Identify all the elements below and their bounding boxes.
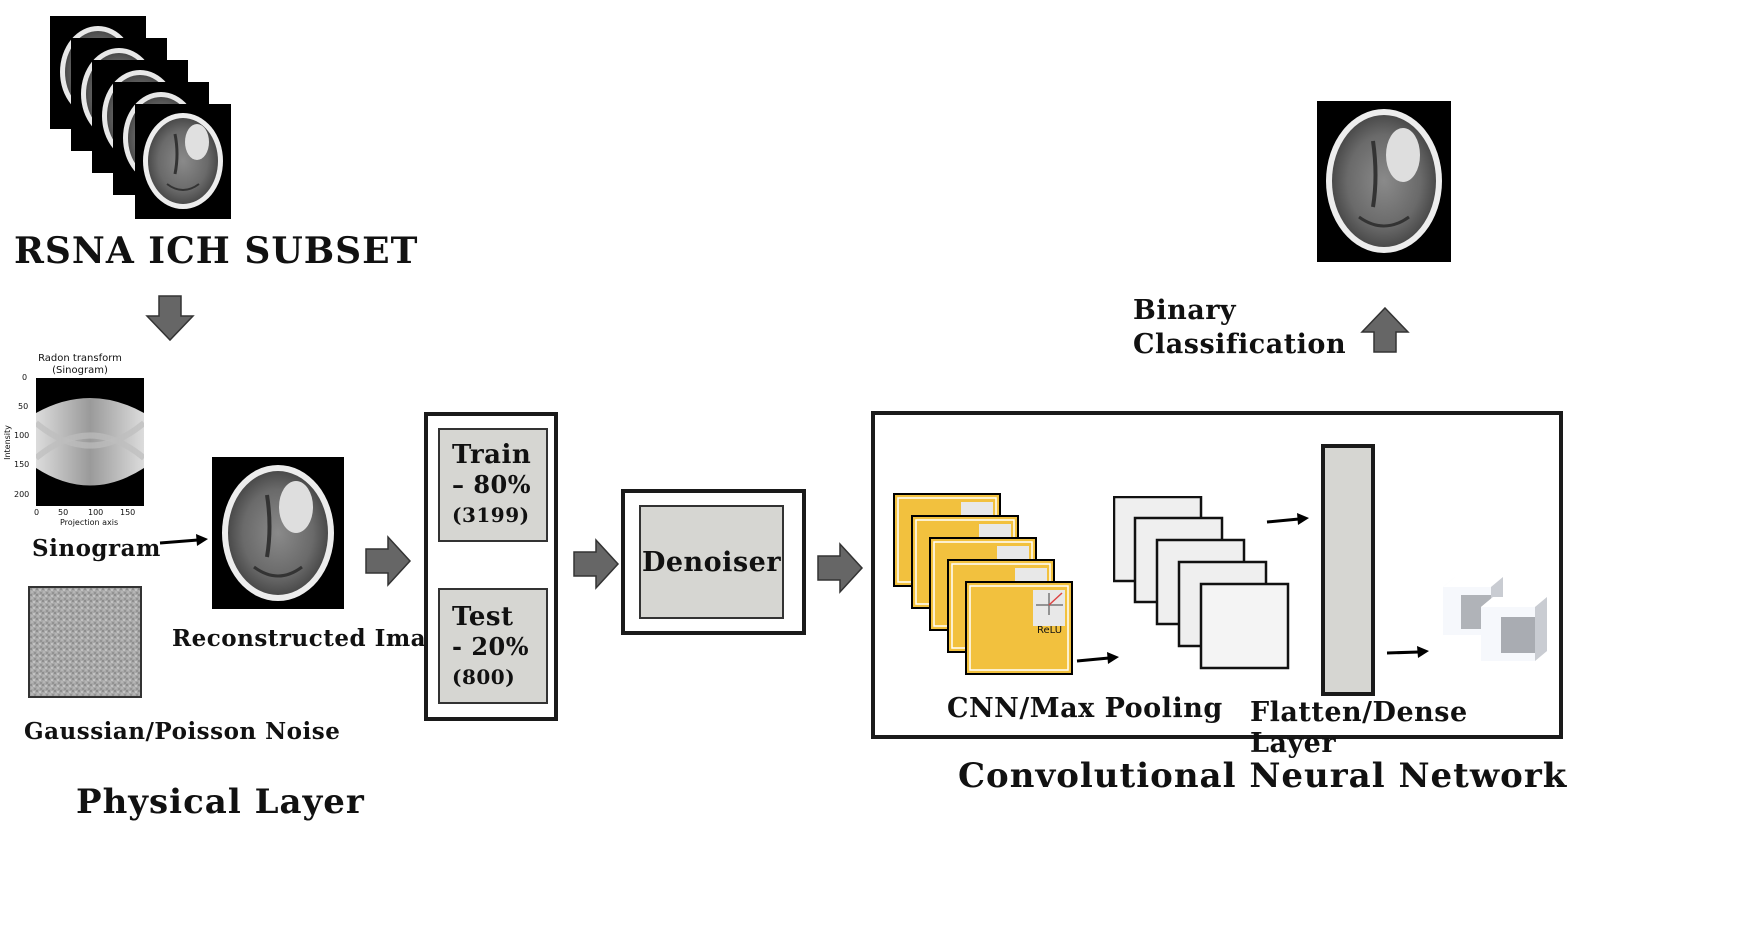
sinogram-x-tick: 150 (120, 508, 136, 517)
sinogram-plot-title: Radon transform (Sinogram) (4, 353, 156, 377)
sinogram-x-tick: 50 (58, 508, 69, 517)
denoiser-label: Denoiser (641, 546, 782, 578)
sinogram-title-line2: (Sinogram) (52, 365, 108, 376)
sinogram-x-label: Projection axis (60, 518, 119, 527)
cnn-section-label: Convolutional Neural Network (958, 756, 1568, 796)
sinogram-x-tick: 0 (34, 508, 40, 517)
arrow-right-icon (816, 542, 864, 594)
sinogram-y-tick: 0 (22, 373, 28, 382)
sinogram-plot: Radon transform (Sinogram) 0 50 100 150 … (2, 350, 146, 530)
noise-image (28, 586, 142, 698)
arrow-right-icon (364, 535, 412, 587)
ct-slice-stack (50, 16, 240, 221)
dense-layer-label: Flatten/Dense Layer (1250, 697, 1468, 759)
sinogram-y-tick: 150 (14, 460, 30, 469)
sinogram-y-tick: 50 (18, 402, 29, 411)
arrow-right-icon (1075, 651, 1121, 667)
relu-label: ReLU (1037, 625, 1063, 636)
denoiser-panel: Denoiser (621, 489, 806, 635)
train-title: Train (452, 440, 532, 470)
sinogram-label: Sinogram (32, 535, 161, 562)
sinogram-y-tick: 100 (14, 431, 30, 440)
arrow-right-icon (572, 538, 620, 590)
data-split-panel: Train – 80% (3199) Test - 20% (800) (424, 412, 558, 721)
denoiser-box: Denoiser (639, 505, 784, 619)
output-label-line1: Binary (1133, 295, 1237, 326)
flatten-layer-bar (1321, 444, 1375, 696)
physical-layer-label: Physical Layer (76, 782, 365, 822)
arrow-right-icon (158, 533, 210, 549)
dataset-label: RSNA ICH SUBSET (14, 230, 419, 272)
cnn-panel: ReLU (871, 411, 1563, 759)
output-label-line2: Classification (1133, 329, 1347, 360)
output-ct-image (1317, 101, 1451, 262)
sinogram-x-tick: 100 (88, 508, 104, 517)
pooling-map-stack (1113, 496, 1293, 676)
arrow-down-icon (145, 294, 195, 342)
test-split-box: Test - 20% (800) (438, 588, 548, 704)
train-split-box: Train – 80% (3199) (438, 428, 548, 542)
noise-label: Gaussian/Poisson Noise (24, 718, 341, 745)
reconstructed-label: Reconstructed Image (172, 625, 458, 652)
reconstructed-image (212, 457, 344, 609)
sinogram-y-tick: 200 (14, 490, 30, 499)
train-percent: – 80% (452, 470, 532, 499)
arrow-up-icon (1360, 306, 1410, 354)
arrow-right-icon (1385, 644, 1431, 660)
sinogram-title-line1: Radon transform (38, 353, 122, 364)
cnn-pooling-label: CNN/Max Pooling (947, 693, 1223, 724)
test-count: (800) (452, 665, 516, 689)
sinogram-y-label: Intensity (2, 425, 12, 460)
arrow-right-icon (1265, 512, 1311, 528)
feature-map-stack (893, 493, 1083, 683)
sinogram-image (36, 378, 144, 506)
test-percent: - 20% (452, 632, 530, 661)
dense-output-cubes (1441, 573, 1559, 663)
binary-classification-label: Binary Classification (1133, 294, 1346, 362)
test-title: Test (452, 602, 514, 632)
train-count: (3199) (452, 503, 530, 527)
